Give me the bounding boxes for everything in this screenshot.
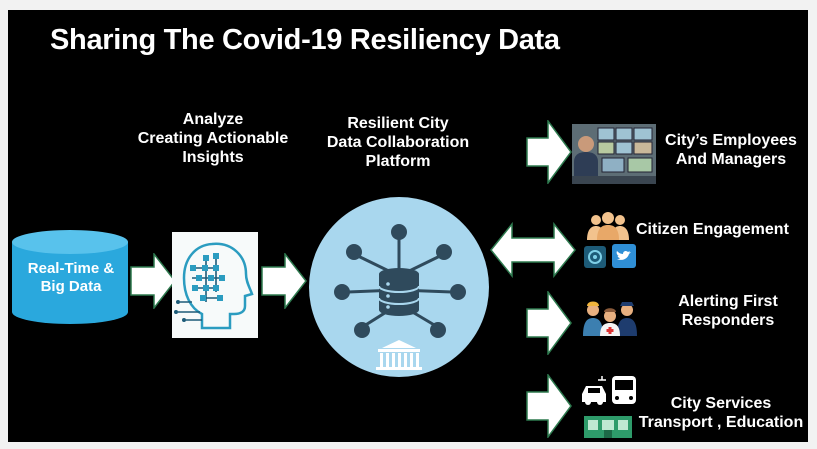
ai-head-icon bbox=[174, 242, 254, 330]
bus-icon bbox=[612, 376, 636, 404]
slide: Sharing The Covid-19 Resiliency Data Rea… bbox=[8, 10, 808, 442]
school-building-icon bbox=[584, 416, 632, 438]
page-title: Sharing The Covid-19 Resiliency Data bbox=[50, 24, 560, 56]
social-feed-icon bbox=[584, 246, 606, 268]
output-arrow-employees bbox=[526, 120, 572, 184]
transport-icon bbox=[582, 376, 636, 438]
ai-head-icon-box bbox=[172, 232, 258, 338]
platform-label: Resilient City Data Collaboration Platfo… bbox=[326, 115, 470, 171]
output-citizen-label: Citizen Engagement bbox=[636, 221, 789, 238]
twitter-icon[interactable] bbox=[612, 244, 636, 268]
platform-circle bbox=[309, 197, 489, 377]
bidirectional-arrow bbox=[490, 221, 576, 279]
first-responders-icon bbox=[583, 301, 637, 336]
city-hall-icon bbox=[376, 340, 422, 370]
network-database-icon bbox=[334, 224, 466, 338]
data-source-label: Real-Time & Big Data bbox=[27, 260, 115, 295]
output-services-label: City Services Transport , Education bbox=[638, 395, 804, 432]
flow-arrow-1 bbox=[130, 253, 176, 309]
output-arrow-services bbox=[526, 374, 572, 438]
control-room-photo bbox=[572, 124, 656, 184]
people-group-icon bbox=[587, 212, 629, 240]
output-arrow-responders bbox=[526, 291, 572, 355]
output-employees-label: City’s Employees And Managers bbox=[665, 132, 797, 169]
car-icon bbox=[582, 386, 606, 405]
analyze-label: Analyze Creating Actionable Insights bbox=[137, 111, 289, 167]
flow-arrow-2 bbox=[261, 253, 307, 309]
output-responders-label: Alerting First Responders bbox=[678, 293, 778, 330]
data-source-cylinder bbox=[12, 230, 128, 324]
